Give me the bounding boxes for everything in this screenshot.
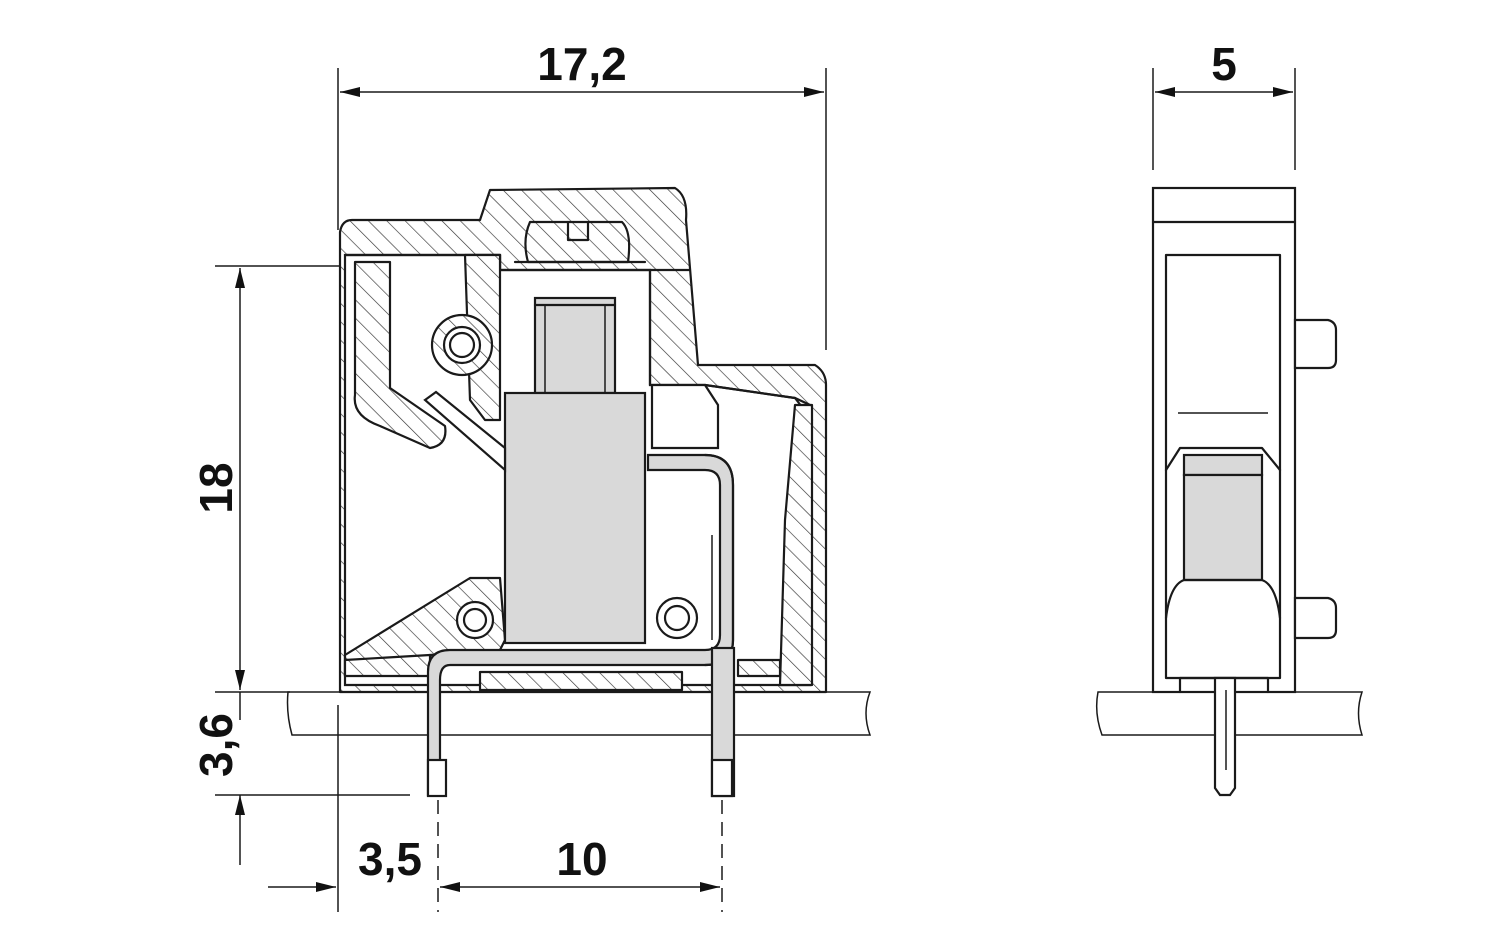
dim-depth: 5 (1152, 38, 1296, 170)
clamp-block (503, 383, 720, 645)
dim-pin-length: 3,6 (190, 692, 410, 865)
side-peg-top (1293, 318, 1338, 370)
pin-pitch-label: 10 (556, 833, 607, 885)
spring-leaf (423, 390, 507, 473)
depth-label: 5 (1211, 38, 1237, 90)
pin-length-label: 3,6 (190, 713, 242, 777)
pin-conductor (426, 453, 736, 798)
side-view: 5 (1095, 38, 1364, 797)
side-housing (1151, 186, 1297, 694)
height-label: 18 (190, 462, 242, 513)
dim-height: 18 (190, 265, 340, 693)
side-pcb-board (1095, 691, 1364, 736)
side-pin (1213, 676, 1237, 797)
screw-rod (533, 296, 617, 395)
pin-offset-label: 3,5 (358, 833, 422, 885)
side-peg-bottom (1293, 596, 1338, 640)
dim-pin-offset-and-pitch: 3,5 10 (268, 705, 723, 912)
pcb-board (286, 691, 872, 736)
front-view: 17,2 18 3,6 3,5 10 (190, 38, 872, 912)
dim-overall-width: 17,2 (337, 38, 827, 350)
overall-width-label: 17,2 (537, 38, 627, 90)
